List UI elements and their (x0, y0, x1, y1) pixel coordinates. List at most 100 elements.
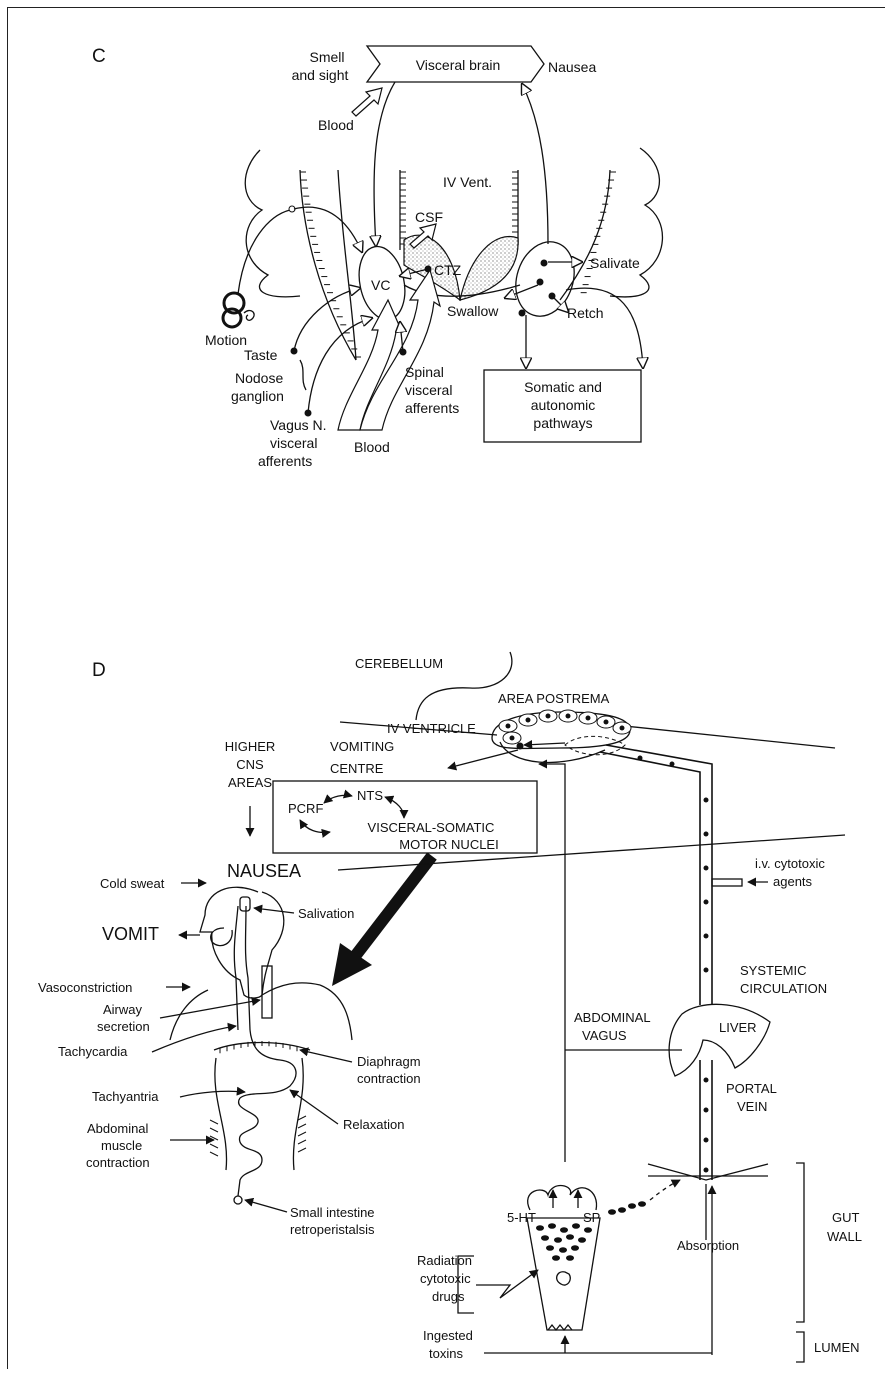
cold-sweat-label: Cold sweat (100, 876, 165, 891)
portal-vein-label-2: VEIN (737, 1099, 767, 1114)
muscle-tick (209, 1143, 219, 1149)
small-intestine-arrow (244, 1197, 288, 1213)
cerebellum-outline (415, 651, 513, 721)
left-cortex-outline (244, 149, 301, 298)
radiation-bracket (457, 1255, 474, 1314)
muscle-tick (209, 1119, 219, 1125)
visceral-somatic-label-1: VISCERAL-SOMATIC (368, 820, 495, 835)
section-divider (337, 834, 846, 871)
somatic-label-2: autonomic (531, 397, 596, 413)
left-inner-wall (337, 169, 357, 361)
radiation-zigzag-arrow (476, 1269, 539, 1299)
small-intestine-label-2: retroperistalsis (290, 1222, 375, 1237)
portal-dot (703, 1107, 709, 1113)
area-postrema-cells (498, 709, 632, 745)
vessel-dot (703, 899, 709, 905)
csf-label: CSF (415, 209, 443, 225)
granule (559, 1247, 567, 1253)
salivation-arrow (253, 904, 295, 914)
spinal-label-2: visceral (405, 382, 452, 398)
higher-label-2: CNS (236, 757, 264, 772)
labyrinth-icon (222, 291, 246, 315)
muscle-tick (209, 1127, 219, 1133)
higher-label-1: HIGHER (225, 739, 276, 754)
blood-top-label: Blood (318, 117, 354, 133)
vagus-label-2: visceral (270, 435, 317, 451)
motor-output-head (332, 943, 372, 986)
tachyantria-arrow (179, 1086, 246, 1098)
blood-wide-arrow-1 (337, 298, 403, 431)
portal-dot (703, 1167, 709, 1173)
iv-cytotoxic-label-2: agents (773, 874, 813, 889)
relaxation-arrow (289, 1089, 339, 1125)
swallow-arrow (505, 284, 539, 298)
area-postrema-label: AREA POSTREMA (498, 691, 610, 706)
cluster-to-somatic-arrow-2 (565, 287, 643, 368)
salivate-nucleus-dot (540, 259, 548, 267)
right-outer-wall (559, 169, 611, 301)
ap-cell-nucleus (603, 719, 609, 725)
absorption-label: Absorption (677, 1238, 739, 1253)
mesenteric-vein-top (647, 1163, 769, 1181)
portal-dot (703, 1137, 709, 1143)
head-profile (199, 886, 321, 999)
granule (552, 1255, 560, 1261)
abdominal-label-1: Abdominal (87, 1121, 149, 1136)
muscle-tick (297, 1123, 307, 1129)
right-cortex-outline (609, 147, 664, 298)
enterochromaffin-cell (526, 1217, 601, 1331)
systemic-vessel-outer (599, 751, 701, 1005)
cluster-dot (518, 309, 526, 317)
right-flank (292, 1057, 304, 1171)
vasoconstriction-label: Vasoconstriction (38, 980, 132, 995)
vessel-dot (703, 831, 709, 837)
trachea (261, 965, 273, 1019)
granule (572, 1223, 580, 1229)
vestibular-to-vc-arrow (293, 206, 362, 252)
cluster-to-brain-arrow (522, 84, 549, 245)
panel-d-letter: D (92, 660, 106, 681)
granule (584, 1227, 592, 1233)
airway-label-2: secretion (97, 1019, 150, 1034)
vomit-label: VOMIT (102, 924, 159, 944)
nts-to-vc-arrow (447, 749, 519, 771)
brainstem-line-right (614, 724, 836, 749)
portal-dot (703, 1077, 709, 1083)
secretory-granules (536, 1223, 592, 1261)
gut-wall-label-1: GUT (832, 1210, 860, 1225)
ap-to-nts-arrow (523, 740, 566, 750)
portal-vein-label-1: PORTAL (726, 1081, 777, 1096)
released-granules (608, 1201, 646, 1215)
salivary-gland (239, 896, 251, 912)
systemic-vessel-inner (605, 744, 713, 1005)
panel-c: C Visceral brain Smell and sight Nausea … (92, 45, 664, 469)
muscle-tick (297, 1139, 307, 1145)
muscle-tick (297, 1147, 307, 1153)
released-granule (628, 1203, 636, 1209)
nts-motor-arrow (384, 795, 409, 819)
abdominal-label-3: contraction (86, 1155, 150, 1170)
granule (548, 1223, 556, 1229)
vomiting-centre-label-2: CENTRE (330, 761, 384, 776)
head-back (261, 891, 285, 996)
liver-outline (668, 1003, 771, 1077)
swallow-label: Swallow (447, 303, 499, 319)
ap-cell-nucleus (585, 715, 591, 721)
tachycardia-arrow (151, 1022, 237, 1053)
left-flank (214, 1057, 228, 1171)
visceral-somatic-label-2: MOTOR NUCLEI (399, 837, 498, 852)
higher-label-3: AREAS (228, 775, 272, 790)
somatic-label-1: Somatic and (524, 379, 602, 395)
abdominal-vagus-label-2: VAGUS (582, 1028, 627, 1043)
pcrf-nts-arrow (323, 789, 353, 804)
tachyantria-label: Tachyantria (92, 1089, 159, 1104)
cochlea-icon (243, 309, 255, 321)
taste-label: Taste (244, 347, 278, 363)
pcrf-motor-arrow (299, 819, 331, 838)
vomiting-centre-label-1: VOMITING (330, 739, 394, 754)
vc-to-cluster-link (403, 284, 521, 297)
systemic-label-2: CIRCULATION (740, 981, 827, 996)
figure-frame (7, 7, 885, 1369)
ap-cell-nucleus (505, 723, 511, 729)
